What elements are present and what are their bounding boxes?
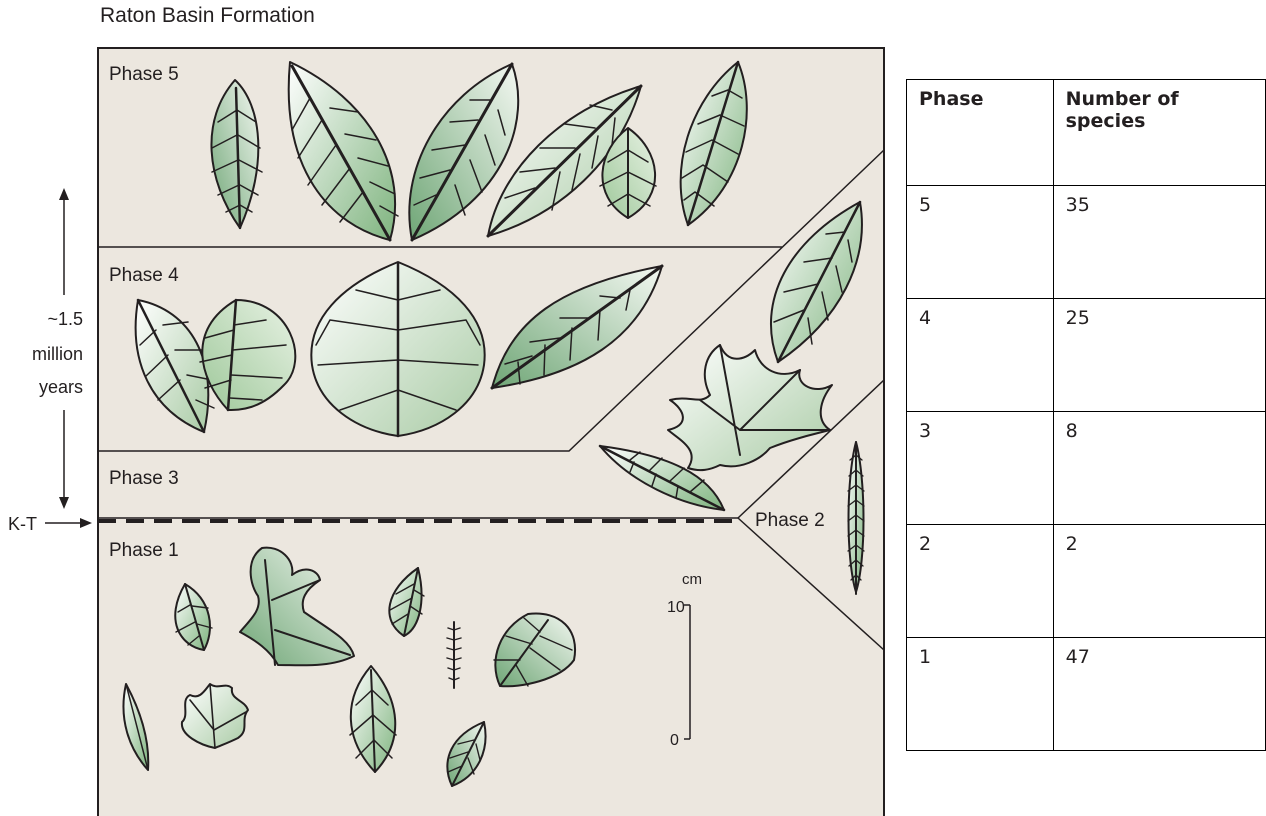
table-row: 5 35 <box>907 186 1266 299</box>
header-number-of-species: Number of species <box>1053 80 1265 186</box>
scale-top-value: 10 <box>667 599 685 616</box>
header-phase: Phase <box>907 80 1054 186</box>
cell-phase: 3 <box>907 412 1054 525</box>
scale-unit: cm <box>682 571 702 588</box>
time-span-line3: years <box>39 377 83 397</box>
table-header-row: Phase Number of species <box>907 80 1266 186</box>
phase-4-label: Phase 4 <box>109 265 179 286</box>
species-table: Phase Number of species 5 35 4 25 3 8 2 … <box>906 79 1266 751</box>
cell-phase: 1 <box>907 638 1054 751</box>
cell-species-count: 25 <box>1053 299 1265 412</box>
table-row: 3 8 <box>907 412 1266 525</box>
cell-species-count: 35 <box>1053 186 1265 299</box>
time-span-line1: ~1.5 <box>47 309 83 329</box>
cell-phase: 4 <box>907 299 1054 412</box>
cell-phase: 2 <box>907 525 1054 638</box>
cell-species-count: 2 <box>1053 525 1265 638</box>
cell-species-count: 8 <box>1053 412 1265 525</box>
phase-5-label: Phase 5 <box>109 64 179 85</box>
cell-species-count: 47 <box>1053 638 1265 751</box>
table-row: 1 47 <box>907 638 1266 751</box>
cell-phase: 5 <box>907 186 1054 299</box>
scale-bottom-value: 0 <box>670 732 679 749</box>
kt-arrow <box>45 518 92 528</box>
time-span-line2: million <box>32 344 83 364</box>
phase-3-label: Phase 3 <box>109 468 179 489</box>
table-row: 4 25 <box>907 299 1266 412</box>
phase-2-label: Phase 2 <box>755 510 825 531</box>
table-row: 2 2 <box>907 525 1266 638</box>
kt-label: K-T <box>8 514 37 534</box>
raton-basin-diagram: Phase 5 Phase 4 Phase 3 Phase 2 Phase 1 … <box>0 0 900 816</box>
phase-1-label: Phase 1 <box>109 540 179 561</box>
